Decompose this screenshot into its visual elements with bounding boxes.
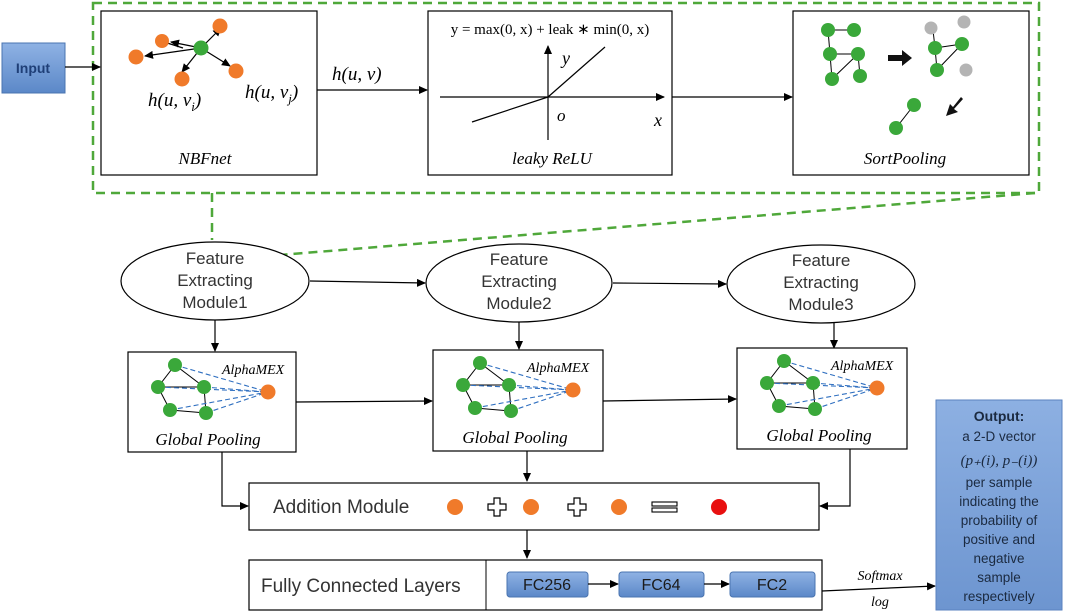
global-pooling-3: AlphaMEX Global Pooling [736, 347, 908, 450]
nbfnet-box [100, 10, 318, 176]
softmax-label: Softmax [857, 569, 903, 584]
svg-text:Extracting: Extracting [481, 272, 557, 291]
detail-link-right [279, 191, 1036, 257]
svg-text:Global Pooling: Global Pooling [155, 430, 260, 449]
arrow-pool2-to-pool3 [602, 395, 737, 404]
svg-text:probability of: probability of [961, 513, 1038, 528]
input-box [1, 42, 66, 94]
svg-text:Feature: Feature [792, 251, 851, 270]
leaky-relu-box [427, 10, 673, 176]
svg-text:Extracting: Extracting [783, 273, 859, 292]
relu-axis-y: y [560, 48, 570, 68]
svg-text:Module3: Module3 [788, 295, 853, 314]
feature-module-detail-frame [91, 1, 1041, 195]
svg-text:Extracting: Extracting [177, 271, 253, 290]
svg-text:Feature: Feature [186, 249, 245, 268]
svg-text:respectively: respectively [963, 589, 1035, 604]
label-h-u-vj: h(u, vj) [245, 82, 298, 106]
nbfnet-graph [128, 18, 244, 87]
svg-text:Module2: Module2 [486, 294, 551, 313]
svg-text:Global Pooling: Global Pooling [462, 428, 567, 447]
svg-text:FC256: FC256 [523, 577, 571, 594]
fc64-block: FC64 [618, 571, 705, 598]
svg-text:Feature: Feature [490, 250, 549, 269]
svg-text:positive and: positive and [963, 532, 1035, 547]
output-text: Output: a 2-D vector (p₊(i), p₋(i)) per … [959, 408, 1039, 604]
svg-text:Module1: Module1 [182, 293, 247, 312]
fc2-block: FC2 [729, 571, 816, 598]
feature-module-2: Feature Extracting Module2 [425, 243, 613, 323]
relu-title: leaky ReLU [512, 149, 593, 168]
fc-layers-label: Fully Connected Layers [261, 576, 461, 597]
arrow-pool1-to-addition [221, 452, 249, 510]
svg-text:negative: negative [973, 551, 1024, 566]
svg-text:per sample: per sample [966, 475, 1033, 490]
relu-origin: o [557, 106, 566, 125]
svg-text:AlphaMEX: AlphaMEX [526, 361, 590, 376]
svg-text:Global Pooling: Global Pooling [766, 426, 871, 445]
addition-module-label: Addition Module [273, 497, 409, 518]
feature-module-1: Feature Extracting Module1 [120, 241, 310, 321]
arrow-module1-to-module2 [309, 278, 426, 287]
edge-label-h-u-v: h(u, v) [332, 64, 382, 85]
arrow-module2-to-module3 [612, 279, 727, 288]
svg-text:AlphaMEX: AlphaMEX [221, 363, 285, 378]
log-label: log [871, 595, 889, 610]
input-label: Input [16, 60, 51, 76]
svg-text:FC2: FC2 [757, 577, 787, 594]
fc256-block: FC256 [506, 571, 589, 598]
nbfnet-title: NBFnet [178, 149, 233, 168]
svg-text:(p₊(i), p₋(i)): (p₊(i), p₋(i)) [961, 453, 1038, 469]
output-box [935, 399, 1063, 611]
feature-module-3: Feature Extracting Module3 [726, 244, 916, 324]
relu-axes [440, 45, 665, 140]
arrow-pool1-to-pool2 [295, 397, 433, 406]
arrow-fc-to-output [821, 582, 936, 592]
svg-text:sample: sample [977, 570, 1021, 585]
svg-text:Output:: Output: [974, 408, 1025, 424]
sortpool-title: SortPooling [864, 149, 946, 168]
global-pooling-2: AlphaMEX Global Pooling [432, 349, 604, 452]
relu-formula: y = max(0, x) + leak ∗ min(0, x) [451, 22, 650, 38]
svg-text:AlphaMEX: AlphaMEX [830, 359, 894, 374]
sortpooling-box [792, 10, 1030, 176]
arrow-pool3-to-addition [819, 449, 851, 510]
label-h-u-vi: h(u, vi) [148, 90, 201, 114]
addition-equation [447, 497, 727, 517]
svg-text:FC64: FC64 [641, 577, 680, 594]
svg-text:a 2-D vector: a 2-D vector [962, 429, 1036, 444]
global-pooling-1: AlphaMEX Global Pooling [127, 351, 297, 453]
relu-axis-x: x [653, 110, 662, 130]
sortpool-graph [821, 15, 973, 135]
svg-text:indicating the: indicating the [959, 494, 1039, 509]
